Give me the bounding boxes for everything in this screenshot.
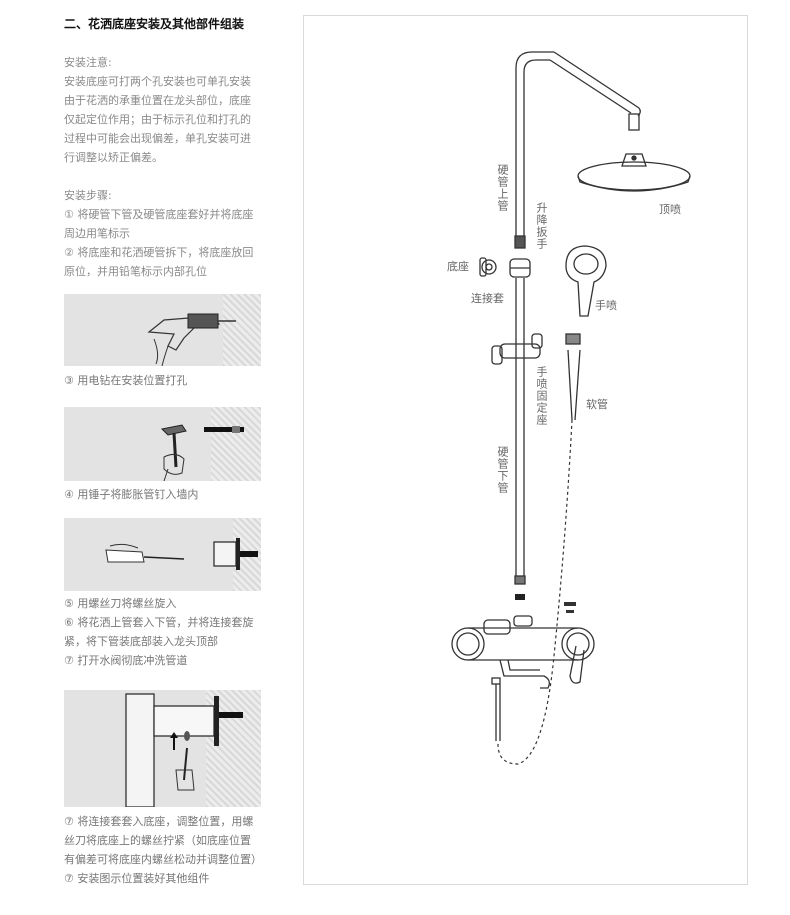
- step-6-cont: 紧，将下管装底部装入龙头顶部: [64, 635, 218, 648]
- label-connector: 连接套: [471, 292, 504, 305]
- drill-photo: [64, 294, 261, 366]
- shower-assembly-diagram: 硬管上管 升降扳手 顶喷 底座 连接套 手喷 手喷固定座 软管 硬管下管: [303, 15, 748, 885]
- label-lower-pipe: 硬管下管: [496, 446, 509, 494]
- label-hand-spray: 手喷: [595, 299, 617, 312]
- notes-line: 过程中可能会出现偏差，单孔安装可进: [64, 132, 251, 145]
- step-4: ④ 用锤子将膨胀管钉入墙内: [64, 488, 199, 501]
- step-5: ⑤ 用螺丝刀将螺丝旋入: [64, 597, 177, 610]
- shower-assembly-illustration: [451, 51, 691, 765]
- step-1-cont: 周边用笔标示: [64, 227, 130, 240]
- notes-line: 行调整以矫正偏差。: [64, 151, 163, 164]
- hammer-photo: [64, 407, 261, 481]
- step-8-cont: 丝刀将底座上的螺丝拧紧（如底座位置: [64, 834, 251, 847]
- label-upper-pipe: 硬管上管: [496, 164, 509, 212]
- notes-line: 安装底座可打两个孔安装也可单孔安装: [64, 75, 251, 88]
- notes-block: 安装注意: 安装底座可打两个孔安装也可单孔安装 由于花洒的承重位置在龙头部位，底…: [64, 53, 269, 167]
- step-8: ⑦ 将连接套套入底座，调整位置，用螺: [64, 815, 254, 828]
- step-6: ⑥ 将花洒上管套入下管，并将连接套旋: [64, 616, 254, 629]
- base-mount-photo: [64, 690, 261, 807]
- steps-heading: 安装步骤:: [64, 189, 112, 202]
- notes-line: 仅起定位作用；由于标示孔位和打孔的: [64, 113, 251, 126]
- screwdriver-photo: [64, 518, 261, 591]
- step-2-cont: 原位，并用铅笔标示内部孔位: [64, 265, 207, 278]
- step-1: ① 将硬管下管及硬管底座套好并将底座: [64, 208, 254, 221]
- steps-block: 安装步骤: ① 将硬管下管及硬管底座套好并将底座 周边用笔标示 ② 将底座和花洒…: [64, 186, 269, 281]
- label-hose: 软管: [586, 398, 608, 411]
- label-top-spray: 顶喷: [659, 203, 681, 216]
- page-title: 二、花洒底座安装及其他部件组装: [64, 17, 245, 31]
- notes-line: 由于花洒的承重位置在龙头部位，底座: [64, 94, 251, 107]
- step-8-cont2: 有偏差可将底座内螺丝松动并调整位置）: [64, 853, 262, 866]
- label-slide-handle: 升降扳手: [535, 202, 548, 250]
- notes-heading: 安装注意:: [64, 56, 112, 69]
- step-3: ③ 用电钻在安装位置打孔: [64, 374, 188, 387]
- label-base: 底座: [447, 260, 469, 273]
- step-2: ② 将底座和花洒硬管拆下，将底座放回: [64, 246, 254, 259]
- step-7: ⑦ 打开水阀彻底冲洗管道: [64, 654, 188, 667]
- label-hand-holder: 手喷固定座: [535, 366, 548, 426]
- step-9: ⑦ 安装图示位置装好其他组件: [64, 872, 210, 885]
